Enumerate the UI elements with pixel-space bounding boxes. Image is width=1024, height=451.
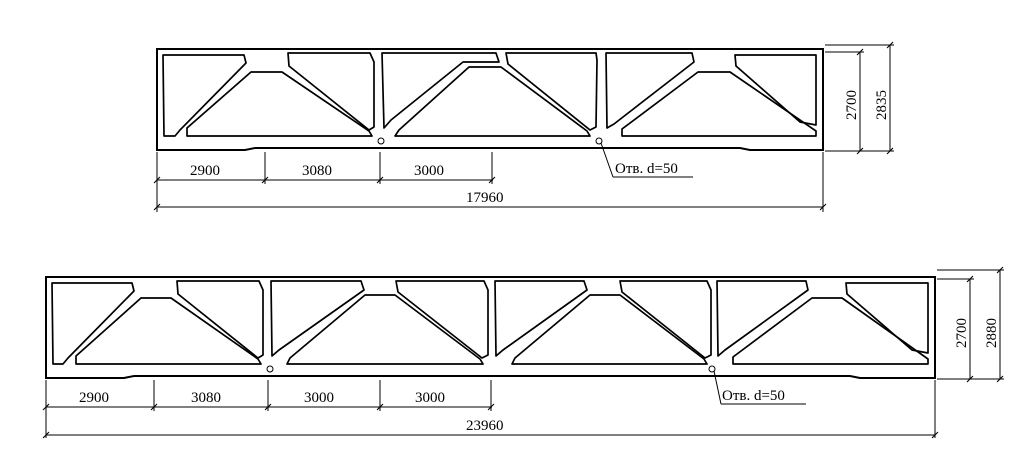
truss-bottom-tick [966, 275, 974, 283]
truss-top-tick [153, 176, 161, 184]
truss-top-tick [886, 41, 894, 49]
truss-top-height-outer: 2835 [874, 90, 890, 120]
truss-top-hole-note: Отв. d=50 [615, 161, 678, 177]
truss-top-opening-8 [621, 71, 817, 137]
truss-bottom-opening-8 [511, 294, 708, 365]
truss-bottom-drill-hole-2 [708, 365, 716, 373]
truss-bottom-opening-5 [286, 294, 484, 365]
truss-bottom-opening-10 [716, 280, 809, 357]
truss-top-opening-3 [287, 52, 375, 131]
truss-top-tick [856, 147, 864, 155]
truss-bottom-segment-3: 3000 [304, 390, 334, 406]
truss-bottom-opening-9 [619, 280, 712, 359]
truss-top-segment-3: 3000 [414, 163, 444, 179]
truss-bottom-tick [42, 431, 50, 439]
truss-bottom-tick [150, 403, 158, 411]
truss-top-opening-6 [505, 52, 598, 131]
truss-bottom-opening-2 [75, 297, 262, 365]
truss-top-opening-5 [394, 66, 591, 137]
truss-bottom-tick [487, 403, 495, 411]
truss-bottom-opening-1 [51, 282, 135, 365]
truss-bottom-tick [42, 403, 50, 411]
truss-top-tick [376, 176, 384, 184]
truss-top-outline [156, 48, 824, 151]
truss-bottom-segment-2: 3080 [191, 390, 221, 406]
truss-bottom-drill-hole-1 [266, 365, 274, 373]
truss-bottom-tick [376, 403, 384, 411]
truss-bottom-opening-7 [494, 280, 588, 357]
truss-top-opening-7 [605, 52, 695, 129]
truss-top-tick [488, 176, 496, 184]
truss-top-opening-4 [381, 52, 500, 129]
truss-top-segment-2: 3080 [302, 163, 332, 179]
truss-top-opening-1 [162, 54, 247, 137]
truss-bottom-opening-3 [176, 280, 264, 359]
truss-bottom-tick [966, 375, 974, 383]
truss-top-opening-2 [186, 71, 373, 137]
truss-bottom-tick [996, 266, 1004, 274]
truss-top-hole-leader [600, 142, 614, 178]
truss-bottom-opening-12 [845, 282, 929, 354]
truss-top: Отв. d=50 2900 3080 3000 17960 2700 2835 [153, 41, 894, 212]
truss-bottom-segment-4: 3000 [415, 390, 445, 406]
truss-top-total-length: 17960 [466, 190, 504, 206]
truss-bottom-total-length: 23960 [466, 418, 504, 434]
truss-top-opening-9 [734, 54, 817, 126]
truss-bottom-height-outer: 2880 [984, 318, 1000, 348]
truss-top-segment-1: 2900 [190, 163, 220, 179]
truss-top-tick [153, 203, 161, 211]
truss-bottom-opening-4 [270, 280, 365, 357]
truss-top-tick [886, 147, 894, 155]
truss-bottom-tick [264, 403, 272, 411]
truss-bottom-hole-leader [713, 370, 722, 405]
truss-bottom-opening-11 [732, 297, 929, 365]
truss-bottom-opening-6 [395, 280, 489, 359]
truss-bottom: Отв. d=50 2900 3080 3000 3000 23960 2700… [42, 266, 1004, 439]
truss-top-tick [819, 203, 827, 211]
truss-top-tick [261, 176, 269, 184]
truss-top-drill-hole-1 [377, 137, 385, 145]
truss-bottom-segment-1: 2900 [79, 390, 109, 406]
truss-bottom-tick [996, 375, 1004, 383]
truss-top-drill-hole-2 [595, 137, 603, 145]
truss-bottom-hole-note: Отв. d=50 [722, 388, 785, 404]
truss-bottom-outline [45, 276, 936, 379]
truss-top-tick [856, 48, 864, 56]
truss-bottom-tick [931, 431, 939, 439]
truss-bottom-height-inner: 2700 [954, 318, 970, 348]
truss-top-height-inner: 2700 [844, 90, 860, 120]
